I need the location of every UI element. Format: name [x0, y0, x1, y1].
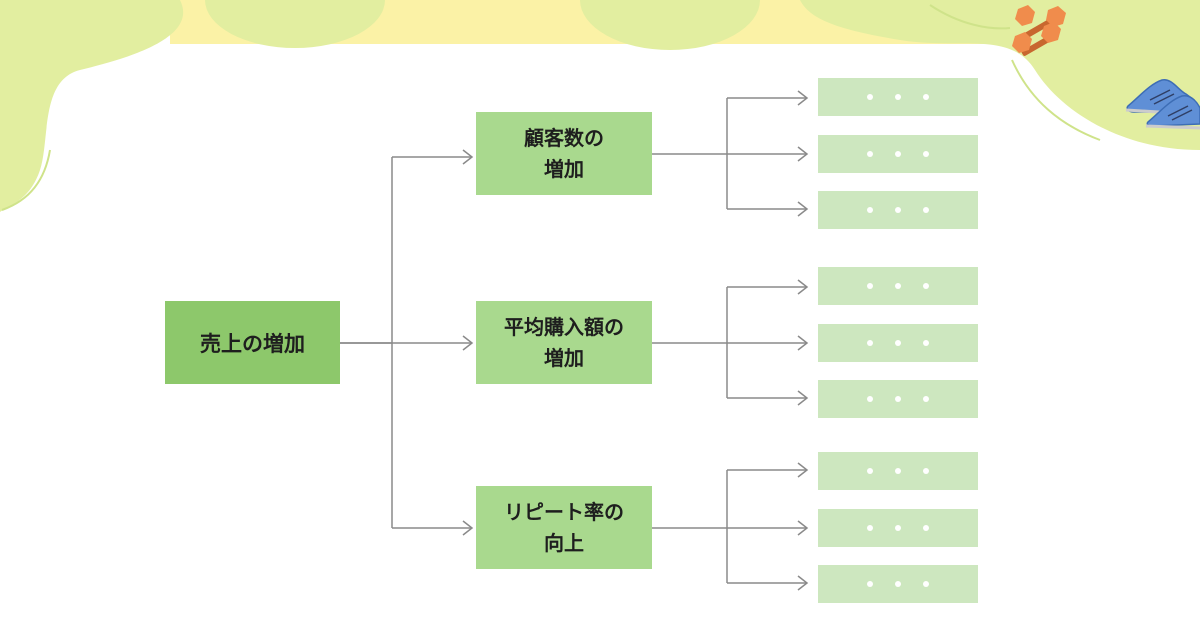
ellipsis-dot	[923, 94, 929, 100]
leaf-placeholder	[818, 324, 978, 362]
branch-label-line2: 増加	[544, 345, 584, 370]
ellipsis-dot	[867, 340, 873, 346]
branch-label-line1: 平均購入額の	[504, 314, 624, 339]
ellipsis-dot	[867, 283, 873, 289]
branch-node-repeat-rate: リピート率の 向上	[476, 486, 652, 569]
branch-label-line2: 向上	[544, 530, 584, 555]
ellipsis-dot	[923, 581, 929, 587]
branch-node-average-purchase: 平均購入額の 増加	[476, 301, 652, 384]
ellipsis-dot	[867, 581, 873, 587]
ellipsis-dot	[895, 340, 901, 346]
arrowhead-branch-1	[462, 149, 474, 165]
ellipsis-dot	[923, 207, 929, 213]
ellipsis-dot	[867, 468, 873, 474]
arrowhead-branch-2	[462, 335, 474, 351]
leaf-placeholder	[818, 135, 978, 173]
leaf-placeholder	[818, 565, 978, 603]
leaf-placeholder	[818, 509, 978, 547]
sneakers-icon	[1125, 79, 1200, 130]
leaf-placeholder	[818, 191, 978, 229]
branch-label-line1: リピート率の	[504, 499, 624, 524]
ellipsis-dot	[867, 151, 873, 157]
dumbbell-icon	[1012, 5, 1066, 56]
arrowhead-branch-3	[462, 520, 474, 536]
root-node: 売上の増加	[165, 301, 340, 384]
ellipsis-dot	[923, 340, 929, 346]
root-label: 売上の増加	[200, 331, 305, 356]
ellipsis-dot	[867, 207, 873, 213]
leaf-placeholder	[818, 267, 978, 305]
leaf-placeholder	[818, 380, 978, 418]
ellipsis-dot	[923, 396, 929, 402]
ellipsis-dot	[895, 94, 901, 100]
ellipsis-dot	[895, 525, 901, 531]
branch-label-line1: 顧客数の	[524, 125, 604, 150]
ellipsis-dot	[923, 468, 929, 474]
branch-node-customers: 顧客数の 増加	[476, 112, 652, 195]
ellipsis-dot	[923, 525, 929, 531]
ellipsis-dot	[923, 151, 929, 157]
ellipsis-dot	[923, 283, 929, 289]
ellipsis-dot	[867, 396, 873, 402]
ellipsis-dot	[895, 468, 901, 474]
branch-label-line2: 増加	[544, 156, 584, 181]
leaf-placeholder	[818, 78, 978, 116]
ellipsis-dot	[867, 94, 873, 100]
leaf-placeholder	[818, 452, 978, 490]
ellipsis-dot	[895, 581, 901, 587]
ellipsis-dot	[895, 207, 901, 213]
ellipsis-dot	[895, 151, 901, 157]
ellipsis-dot	[895, 396, 901, 402]
ellipsis-dot	[867, 525, 873, 531]
ellipsis-dot	[895, 283, 901, 289]
